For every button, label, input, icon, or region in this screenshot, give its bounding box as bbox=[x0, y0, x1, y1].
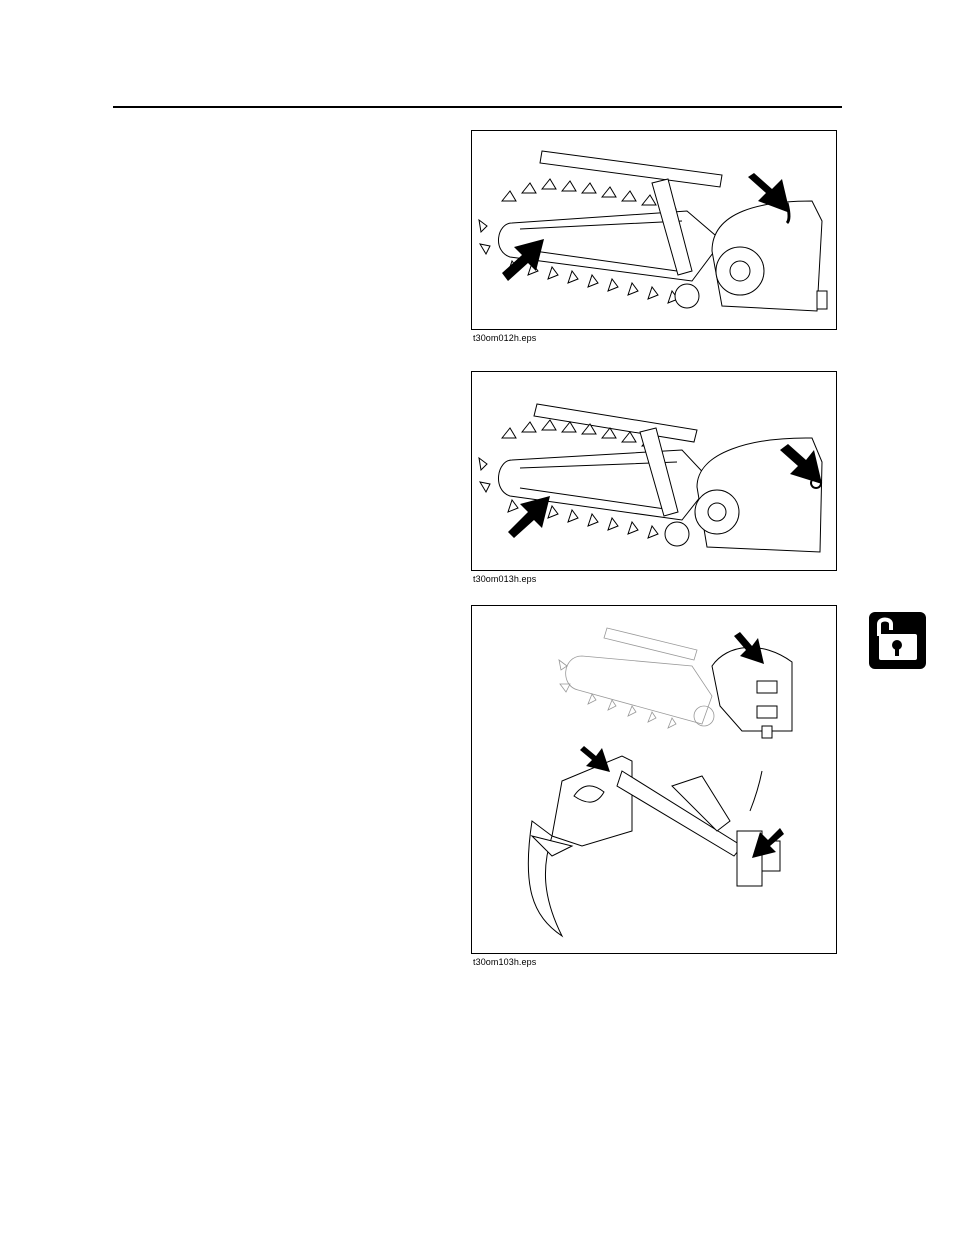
figure-3-caption: t30om103h.eps bbox=[473, 957, 536, 967]
header-rule bbox=[113, 106, 842, 108]
figure-1-caption: t30om012h.eps bbox=[473, 333, 536, 343]
lock-padlock-icon bbox=[869, 612, 926, 669]
figure-2-caption: t30om013h.eps bbox=[473, 574, 536, 584]
trencher-illustration-2 bbox=[472, 372, 838, 572]
section-tab bbox=[869, 612, 926, 669]
figure-1 bbox=[471, 130, 837, 330]
figure-3 bbox=[471, 605, 837, 954]
figure-2 bbox=[471, 371, 837, 571]
trencher-illustration-1 bbox=[472, 131, 838, 331]
trencher-plow-illustration bbox=[472, 606, 838, 955]
